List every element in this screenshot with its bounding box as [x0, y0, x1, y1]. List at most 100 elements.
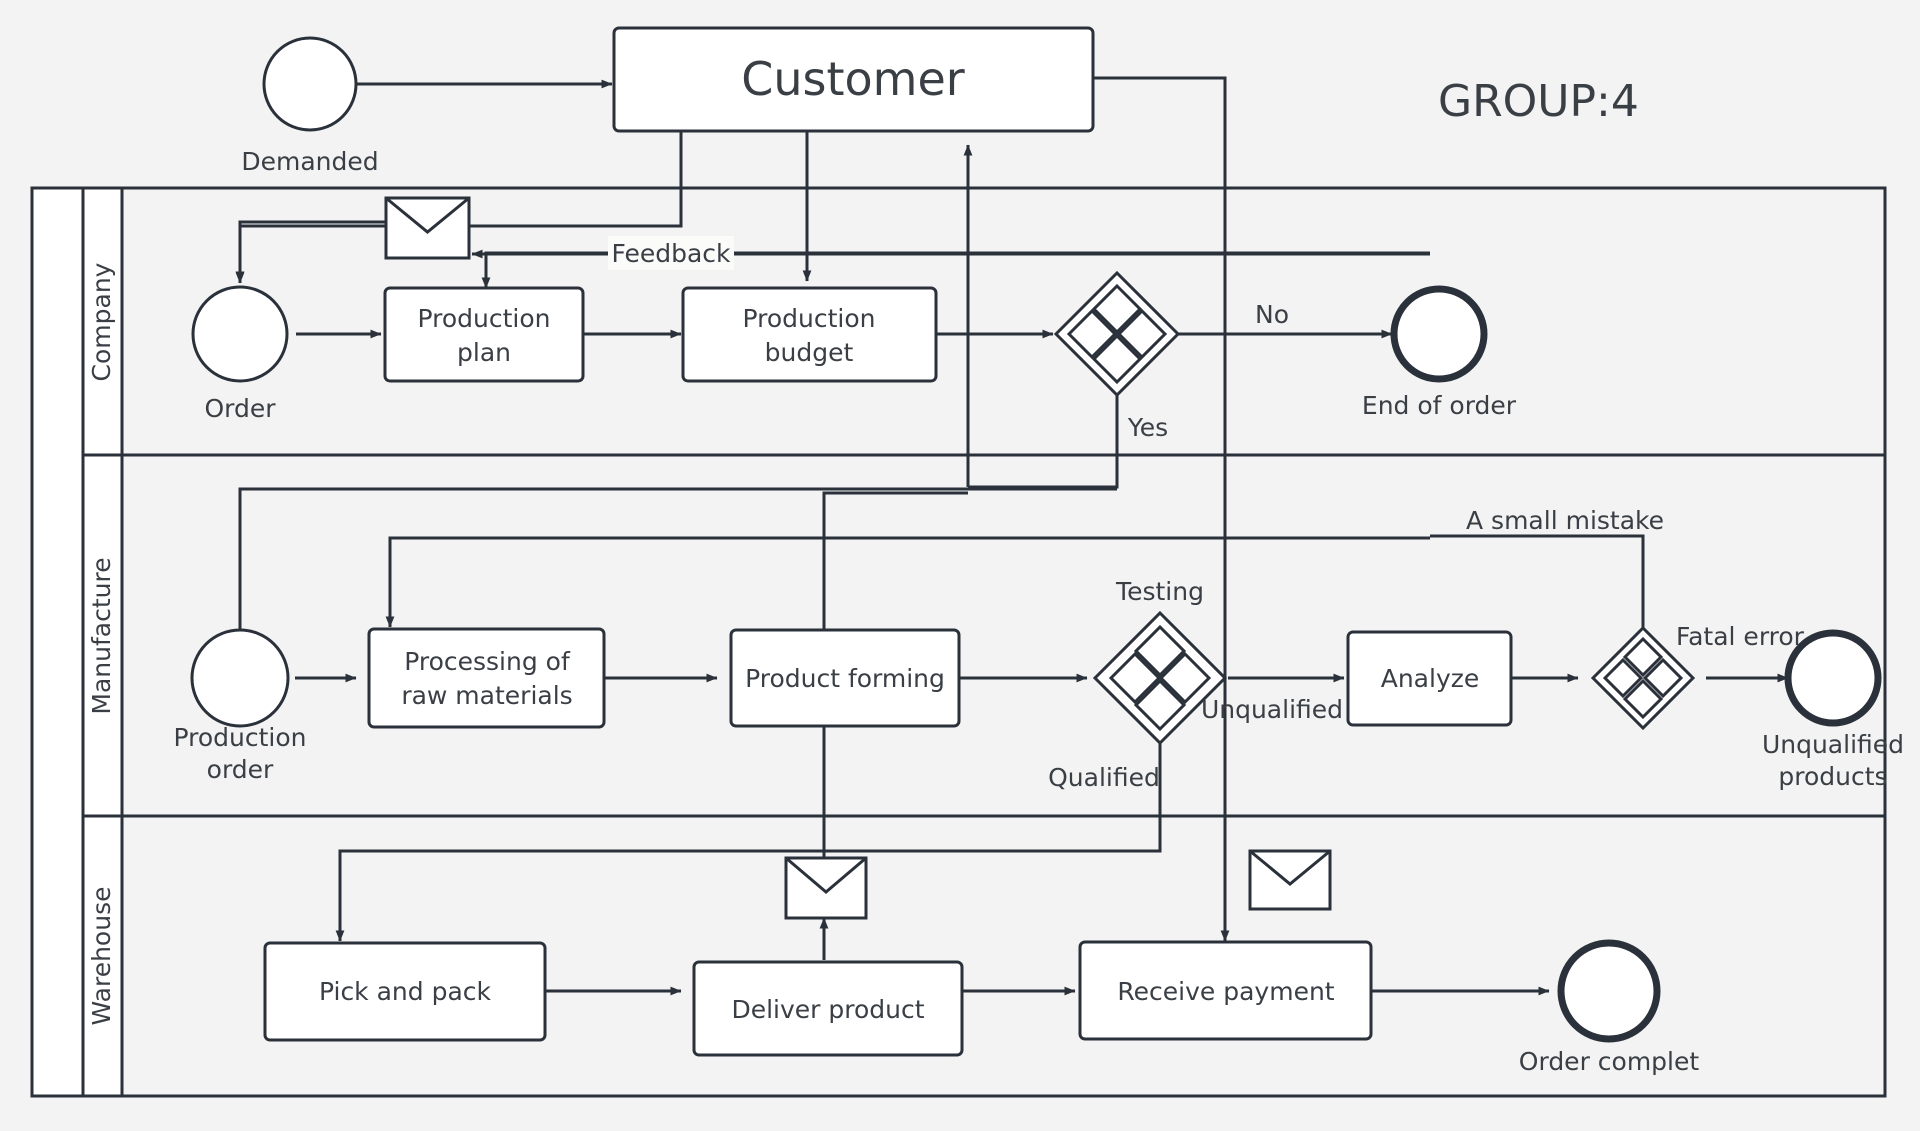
yes-label: Yes [1127, 413, 1168, 442]
event-end-of-order[interactable]: End of order [1362, 285, 1517, 420]
task-production-budget[interactable]: Production budget [681, 286, 938, 383]
production-budget-box[interactable] [681, 286, 938, 383]
cross-diamond-n [1091, 283, 1143, 335]
testing-cross-n [1133, 624, 1187, 678]
gateway-approval[interactable] [1053, 270, 1181, 398]
cross-diamond-e [1116, 308, 1168, 360]
task-product-forming[interactable]: Product forming [729, 628, 961, 728]
deliver-product-label: Deliver product [731, 995, 924, 1024]
event-order[interactable]: Order [191, 285, 289, 423]
envelope-payment-flap [1249, 849, 1331, 886]
unqualified-products-label-line2: products [1778, 762, 1887, 791]
flow-to-processing-raw-materials [385, 536, 1430, 628]
task-pick-and-pack[interactable]: Pick and pack [263, 941, 547, 1042]
gateway-testing[interactable]: Testing [1092, 577, 1228, 746]
receive-payment-label: Receive payment [1117, 977, 1334, 1006]
unqualified-products-circle[interactable] [1784, 629, 1882, 727]
processing-raw-label-line2: raw materials [401, 681, 572, 710]
message-icon-deliver[interactable] [784, 856, 868, 920]
demanded-circle[interactable] [262, 36, 358, 132]
production-plan-label-line2: plan [457, 338, 511, 367]
pick-and-pack-box[interactable] [263, 941, 547, 1042]
order-circle[interactable] [191, 285, 289, 383]
task-deliver-product[interactable]: Deliver product [692, 960, 964, 1057]
unqualified-label: Unqualified [1201, 695, 1343, 724]
end-of-order-label: End of order [1362, 391, 1517, 420]
production-budget-label-line2: budget [765, 338, 854, 367]
testing-cross-e [1158, 651, 1212, 705]
approval-gateway-cross [1066, 283, 1168, 385]
error-cross-n [1622, 636, 1664, 678]
event-unqualified-products[interactable]: Unqualified products [1762, 629, 1904, 791]
production-plan-label-line1: Production [417, 304, 550, 333]
error-cross-e [1642, 657, 1684, 699]
event-order-complet[interactable]: Order complet [1519, 939, 1700, 1076]
gateway-error[interactable] [1590, 625, 1696, 731]
production-order-circle[interactable] [190, 628, 290, 728]
receive-payment-box[interactable] [1078, 940, 1373, 1041]
participant-customer[interactable]: Customer [612, 26, 1095, 133]
production-order-label-line1: Production [173, 723, 306, 752]
cross-diamond-w [1066, 308, 1118, 360]
order-label: Order [204, 394, 276, 423]
lane-manufacture-label: Manufacture [87, 557, 116, 714]
flow-to-production-order [235, 487, 1117, 663]
flow-a-small-mistake-up [1430, 534, 1645, 628]
task-receive-payment[interactable]: Receive payment [1078, 940, 1373, 1041]
analyze-label: Analyze [1381, 664, 1480, 693]
testing-gateway-label: Testing [1115, 577, 1204, 606]
flow-customer-to-receive-payment [1093, 76, 1230, 942]
demanded-label: Demanded [241, 147, 378, 176]
flow-riser-to-warehouse-message [822, 491, 968, 858]
message-icon-company[interactable] [384, 196, 471, 260]
production-budget-label-line1: Production [742, 304, 875, 333]
testing-cross-s [1133, 678, 1187, 732]
pool-container: Company Manufacture Warehouse [30, 186, 1887, 1098]
error-cross-s [1622, 678, 1664, 720]
message-icon-payment[interactable] [1248, 849, 1332, 911]
product-forming-box[interactable] [729, 628, 961, 728]
task-processing-raw-materials[interactable]: Processing of raw materials [367, 627, 606, 729]
end-of-order-circle[interactable] [1390, 285, 1488, 383]
lane-warehouse-label: Warehouse [87, 887, 116, 1026]
flow-approval-yes-down [968, 395, 1119, 489]
production-order-label-line2: order [207, 755, 274, 784]
fatal-error-label: Fatal error [1676, 622, 1805, 651]
testing-gateway-cross [1108, 624, 1212, 732]
customer-label: Customer [741, 52, 965, 106]
task-production-plan[interactable]: Production plan [383, 286, 585, 383]
sequence-flows [235, 76, 1789, 996]
lane-company-label-cell [81, 186, 124, 457]
flow-qualified-to-pick-and-pack [335, 740, 1162, 942]
order-complet-circle[interactable] [1557, 939, 1661, 1043]
product-forming-label: Product forming [745, 664, 945, 693]
event-production-order[interactable]: Production order [173, 628, 307, 784]
analyze-box[interactable] [1346, 630, 1513, 727]
qualified-label: Qualified [1048, 763, 1160, 792]
error-gateway-cross [1602, 636, 1684, 720]
envelope-company-flap [385, 196, 470, 234]
order-complet-label: Order complet [1519, 1047, 1700, 1076]
production-plan-box[interactable] [383, 286, 585, 383]
task-analyze[interactable]: Analyze [1346, 630, 1513, 727]
a-small-mistake-label: A small mistake [1466, 506, 1664, 535]
pick-and-pack-label: Pick and pack [319, 977, 492, 1006]
error-cross-w [1602, 657, 1644, 699]
processing-raw-box[interactable] [367, 627, 606, 729]
envelope-deliver-flap [785, 856, 867, 894]
deliver-product-box[interactable] [692, 960, 964, 1057]
cross-diamond-s [1091, 333, 1143, 385]
event-demanded[interactable]: Demanded [241, 36, 379, 176]
customer-box[interactable] [612, 26, 1095, 133]
group-label: GROUP:4 [1438, 76, 1639, 127]
lane-company-label: Company [87, 262, 116, 381]
pool-title-column [30, 186, 85, 1098]
processing-raw-label-line1: Processing of [404, 647, 571, 676]
edge-label-group: Feedback No Yes Qualified Unqualified A … [608, 236, 1805, 792]
no-label: No [1255, 300, 1289, 329]
flow-message-to-order [235, 220, 390, 284]
feedback-label: Feedback [611, 239, 731, 268]
unqualified-products-label-line1: Unqualified [1762, 730, 1904, 759]
